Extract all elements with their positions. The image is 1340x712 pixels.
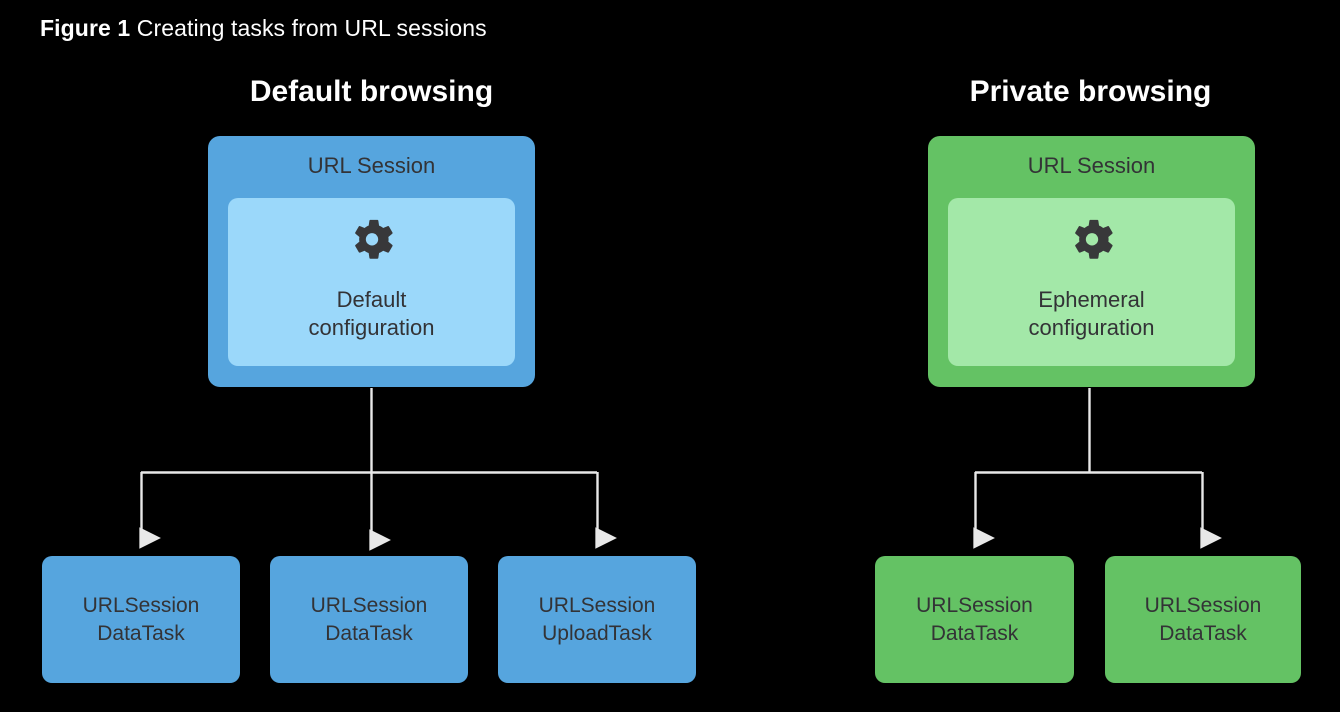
column-heading-default: Default browsing	[249, 75, 494, 108]
task-label: URLSession DataTask	[310, 593, 428, 645]
figure-caption-text: Creating tasks from URL sessions	[130, 15, 487, 41]
task-box-default-3[interactable]: URLSession UploadTask	[498, 556, 696, 683]
task-label: URLSession DataTask	[82, 593, 200, 645]
figure-caption-label: Figure 1	[40, 15, 131, 41]
task-box-private-1[interactable]: URLSession DataTask	[875, 556, 1074, 683]
url-session-title-private: URL Session	[1027, 153, 1156, 178]
url-session-card-private[interactable]: URL Session Ephemeral configuration	[928, 136, 1255, 387]
task-box-default-2[interactable]: URLSession DataTask	[270, 556, 468, 683]
gear-icon	[346, 216, 398, 268]
configuration-label-default: Default configuration	[308, 287, 435, 340]
task-box-private-2[interactable]: URLSession DataTask	[1105, 556, 1301, 683]
gear-icon	[1066, 216, 1118, 268]
url-session-card-default[interactable]: URL Session Default configuration	[208, 136, 535, 387]
task-label: URLSession DataTask	[916, 593, 1033, 645]
task-label: URLSession UploadTask	[538, 593, 656, 645]
url-session-title-default: URL Session	[307, 153, 436, 178]
configuration-panel-private[interactable]: Ephemeral configuration	[948, 198, 1235, 366]
configuration-panel-default[interactable]: Default configuration	[228, 198, 515, 366]
figure-caption: Figure 1 Creating tasks from URL session…	[40, 13, 487, 43]
task-box-default-1[interactable]: URLSession DataTask	[42, 556, 240, 683]
column-heading-private: Private browsing	[969, 75, 1212, 108]
task-label: URLSession DataTask	[1144, 593, 1262, 645]
configuration-label-private: Ephemeral configuration	[1028, 287, 1155, 340]
